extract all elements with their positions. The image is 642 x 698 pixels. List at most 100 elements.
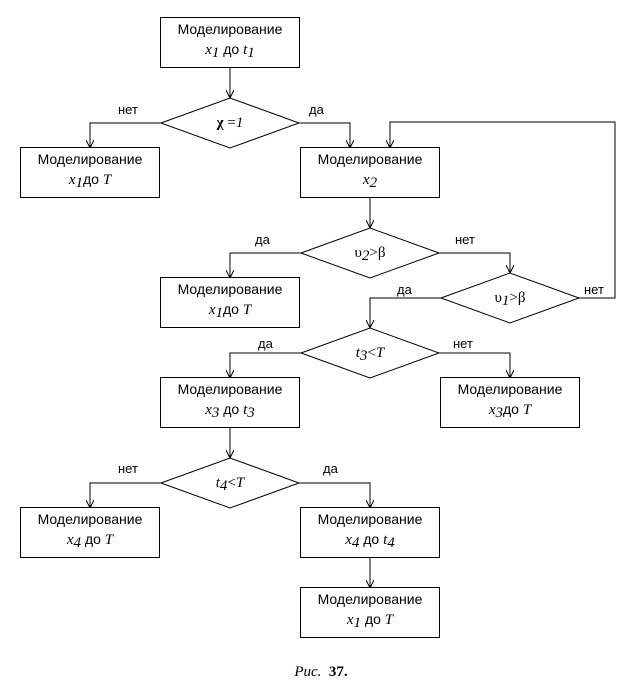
process-box-model-x1-to-t1: Моделирование x1 до t1 bbox=[160, 17, 300, 68]
decision-left: υ bbox=[494, 290, 502, 306]
arrow-d3-no-loop bbox=[390, 121, 616, 299]
decision-left: χ bbox=[216, 115, 224, 131]
arrow-d5-yes bbox=[299, 482, 370, 507]
box-subscript: 3 bbox=[211, 405, 220, 421]
process-box-model-x1-to-T-middle: Моделирование x1до T bbox=[160, 277, 300, 328]
process-box-model-x4-to-t4: Моделирование x4 до t4 bbox=[300, 507, 440, 558]
box-word: до bbox=[363, 531, 380, 547]
decision-right: T bbox=[375, 345, 385, 361]
box-title: Моделирование bbox=[317, 591, 423, 607]
arrow-d3-yes bbox=[370, 297, 441, 327]
box-variable: x bbox=[205, 402, 212, 418]
box-word: до bbox=[223, 41, 240, 57]
label-d1-yes: да bbox=[309, 102, 324, 117]
box-variable: x bbox=[66, 532, 74, 548]
box-subscript: 1 bbox=[353, 615, 362, 631]
label-d4-yes: да bbox=[258, 336, 273, 351]
decision-subscript: 2 bbox=[361, 248, 370, 264]
process-box-model-x2: Моделирование x2 bbox=[300, 147, 440, 198]
decision-operator: = bbox=[227, 115, 236, 131]
box-variable-2: t bbox=[383, 532, 388, 548]
box-title: Моделирование bbox=[177, 381, 283, 397]
label-d2-no: нет bbox=[455, 232, 475, 247]
box-variable-2: T bbox=[242, 302, 252, 318]
box-variable: x bbox=[345, 532, 352, 548]
decision-left: t bbox=[355, 345, 360, 361]
box-subscript-2: 4 bbox=[387, 535, 395, 551]
label-d4-no: нет bbox=[453, 336, 473, 351]
box-variable-2: T bbox=[384, 612, 394, 628]
arrow-d1-yes bbox=[299, 122, 350, 147]
decision-right: β bbox=[377, 245, 386, 261]
box-title: Моделирование bbox=[37, 151, 143, 167]
decision-d3-text: υ1>β bbox=[441, 288, 579, 309]
box-word: до bbox=[502, 401, 519, 417]
label-d5-yes: да bbox=[323, 461, 338, 476]
box-variable: x bbox=[205, 42, 212, 58]
process-box-model-x3-to-T: Моделирование x3до T bbox=[440, 377, 580, 428]
decision-subscript: 1 bbox=[501, 293, 510, 309]
arrow-d4-yes bbox=[230, 352, 301, 377]
arrow-d2-no bbox=[439, 252, 510, 272]
box-variable: x bbox=[68, 172, 76, 188]
decision-operator: < bbox=[227, 475, 236, 491]
decision-d5-text: t4<T bbox=[161, 473, 299, 494]
box-subscript-2: 1 bbox=[247, 45, 255, 61]
box-subscript: 4 bbox=[73, 535, 82, 551]
box-variable: x bbox=[488, 402, 496, 418]
decision-right: β bbox=[517, 290, 526, 306]
box-variable-2: T bbox=[104, 532, 114, 548]
decision-d2-text: υ2>β bbox=[301, 243, 439, 264]
label-d3-no: нет bbox=[584, 282, 604, 297]
arrow-d4-no bbox=[439, 352, 510, 377]
box-title: Моделирование bbox=[317, 511, 423, 527]
box-title: Моделирование bbox=[37, 511, 143, 527]
arrow-d5-no bbox=[90, 482, 161, 507]
decision-operator: > bbox=[369, 245, 378, 261]
process-box-model-x1-to-T-final: Моделирование x1 до T bbox=[300, 587, 440, 638]
box-variable-2: T bbox=[102, 172, 112, 188]
box-title: Моделирование bbox=[317, 151, 423, 167]
arrow-d1-no bbox=[90, 122, 161, 147]
caption-number: 37. bbox=[328, 664, 348, 680]
box-title: Моделирование bbox=[457, 381, 563, 397]
box-variable-2: t bbox=[243, 402, 248, 418]
box-title: Моделирование bbox=[177, 21, 283, 37]
box-variable: x bbox=[346, 612, 354, 628]
box-variable: x bbox=[208, 302, 216, 318]
label-d3-yes: да bbox=[397, 282, 412, 297]
decision-operator: < bbox=[367, 345, 376, 361]
figure-caption: Рис. 37. bbox=[0, 664, 642, 681]
decision-subscript: 4 bbox=[219, 478, 228, 494]
process-box-model-x1-to-T-left: Моделирование x1до T bbox=[20, 147, 160, 198]
caption-prefix: Рис. bbox=[294, 664, 322, 680]
box-subscript-2: 3 bbox=[247, 405, 255, 421]
process-box-model-x4-to-T: Моделирование x4 до T bbox=[20, 507, 160, 558]
box-word: до bbox=[223, 401, 240, 417]
box-subscript: 1 bbox=[215, 305, 223, 321]
decision-d4-text: t3<T bbox=[301, 343, 439, 364]
box-word: до bbox=[222, 301, 239, 317]
decision-right: T bbox=[235, 475, 245, 491]
arrow-d2-yes bbox=[230, 252, 301, 277]
decision-right: 1 bbox=[235, 115, 244, 131]
label-d2-yes: да bbox=[255, 232, 270, 247]
box-subscript: 3 bbox=[495, 405, 503, 421]
box-word: до bbox=[82, 171, 99, 187]
box-variable: x bbox=[362, 172, 370, 188]
decision-left: υ bbox=[354, 245, 362, 261]
decision-left: t bbox=[215, 475, 220, 491]
decision-operator: > bbox=[509, 290, 518, 306]
box-subscript: 1 bbox=[211, 45, 220, 61]
box-variable-2: T bbox=[522, 402, 532, 418]
decision-subscript: 3 bbox=[359, 348, 368, 364]
label-d1-no: нет bbox=[118, 102, 138, 117]
label-d5-no: нет bbox=[118, 461, 138, 476]
box-word: до bbox=[84, 531, 101, 547]
box-variable-2: t bbox=[243, 42, 248, 58]
box-subscript: 4 bbox=[351, 535, 360, 551]
box-title: Моделирование bbox=[177, 281, 283, 297]
box-subscript: 1 bbox=[75, 175, 83, 191]
